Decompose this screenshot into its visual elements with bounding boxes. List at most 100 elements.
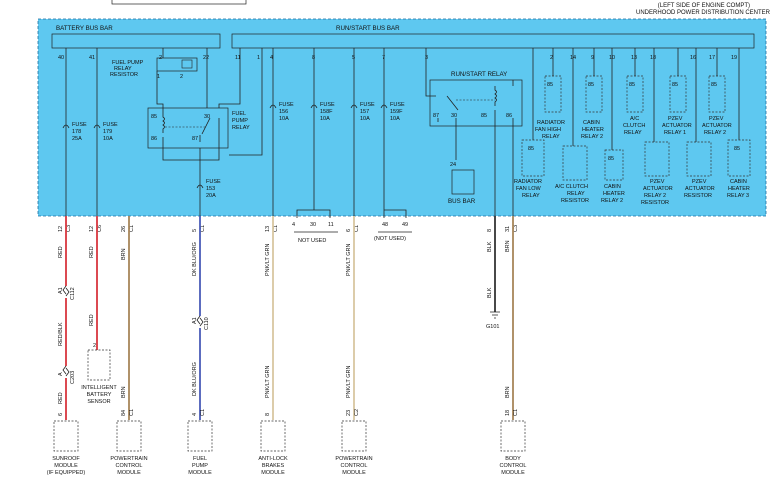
module-box: [116, 420, 142, 452]
wire-seg: [162, 118, 220, 161]
relays-bottom: 85 RADIATOR FAN LOW RELAY A/C CLUTCH REL…: [514, 139, 751, 206]
rs-switch: [446, 95, 459, 111]
wire-color: RED: [58, 246, 64, 258]
rad-fan-high-l2: FAN HIGH: [535, 127, 561, 133]
pcm2-l1: POWERTRAIN: [335, 456, 372, 462]
cabin-heater3-l1: CABIN: [730, 179, 747, 185]
pin-label: 30: [204, 114, 210, 120]
pin-2: 2: [93, 343, 96, 349]
pin-label: 85: [547, 82, 553, 88]
pzev1-l2: ACTUATOR: [662, 123, 692, 129]
rad-fan-high-l3: RELAY: [542, 134, 560, 140]
conn-top: C1: [354, 225, 360, 232]
pcm2-l2: CONTROL: [341, 463, 368, 469]
pin-label: 85: [711, 82, 717, 88]
pin-top: 26: [121, 226, 127, 232]
wire-1: 12 C3 RED A1 C112 RED/BLK A C203 RED 6: [58, 216, 76, 420]
pin-label: 30: [451, 113, 457, 119]
not-used-1: NOT USED: [298, 238, 326, 244]
conn-top: C1: [129, 225, 135, 232]
fuse159f-label-3: 10A: [390, 116, 400, 122]
cabin-heater2-l2: HEATER: [582, 127, 604, 133]
pin-label: 87: [433, 113, 439, 119]
pzev2-l1: PZEV: [709, 116, 724, 122]
pin-top: 5: [192, 229, 198, 232]
pin-bot: 8: [265, 413, 271, 416]
not-used-2: (NOT USED): [374, 236, 406, 242]
bottom-pins: 4 30 11 48 49: [292, 222, 408, 228]
fuse179-symbol: [93, 124, 101, 129]
fpr-resistor-element: [181, 59, 193, 69]
fuse157-label-1: FUSE: [360, 102, 375, 108]
wire-6: 6 C1 PNK/LT GRN PNK/LT GRN 23 C2: [346, 216, 360, 420]
pin-label: 3: [425, 55, 428, 61]
pzevres-l1: PZEV: [692, 179, 707, 185]
wire-color: DK BLU/ORG: [192, 242, 198, 276]
top-partial-box: [111, 0, 247, 5]
wire-seg: [384, 209, 407, 218]
pin-label: 85: [608, 156, 614, 162]
wire-4: 5 C1 DK BLU/ORG A1 C110 DK BLU/ORG 4 C1: [192, 216, 210, 420]
sunroof-l3: (IF EQUIPPED): [47, 470, 86, 476]
wire-color-2: DK BLU/ORG: [192, 362, 198, 396]
fuse179-label-1: FUSE: [103, 122, 118, 128]
module-box: [341, 420, 367, 452]
pin-label: 85: [629, 82, 635, 88]
pin-bot: 84: [121, 410, 127, 416]
pin-label: 5: [352, 55, 355, 61]
relay-box: [604, 149, 624, 181]
conn-bot: C1: [200, 409, 206, 416]
wire-seg: [229, 48, 263, 156]
bcm-l1: BODY: [505, 456, 521, 462]
pcm1-l2: CONTROL: [116, 463, 143, 469]
fuse157-label-2: 157: [360, 109, 369, 115]
pin-label: 30: [310, 222, 316, 228]
pin-label: 48: [382, 222, 388, 228]
abs-l2: BRAKES: [262, 463, 285, 469]
fuse156-label-2: 156: [279, 109, 288, 115]
location-line2: UNDERHOOD POWER DISTRIBUTION CENTER: [636, 10, 771, 16]
ground-icon: [490, 311, 500, 319]
fuse178-symbol: [62, 124, 70, 129]
relays-top: 85 RADIATOR FAN HIGH RELAY 85 CABIN HEAT…: [535, 75, 732, 140]
wire-7: 8 BLK BLK G101: [486, 216, 500, 330]
fuse178-label-1: FUSE: [72, 122, 87, 128]
relay-switch: [201, 117, 211, 135]
wire-color-2: RED: [89, 314, 95, 326]
fuse153-symbol: [196, 184, 204, 189]
pin-label: 7: [382, 55, 385, 61]
fuse179-label-2: 179: [103, 129, 112, 135]
fuse178-label-2: 178: [72, 129, 81, 135]
cabin-heater2b-l2: HEATER: [603, 191, 625, 197]
fuse153-label-3: 20A: [206, 193, 216, 199]
pin-a1: A1: [58, 287, 64, 294]
wire-3: 26 C1 BRN BRN 84 C1: [121, 216, 135, 420]
relay-box: [562, 145, 588, 181]
rad-fan-low-l2: FAN LOW: [516, 186, 542, 192]
fuse159f-label-1: FUSE: [390, 102, 405, 108]
fpr-resistor-label-1: FUEL PUMP: [112, 60, 144, 66]
fuse158f-symbol: [310, 104, 318, 109]
wire-2: 12 C6 RED RED 2: [89, 216, 103, 350]
pin-label: 1: [257, 55, 260, 61]
ac-clutch-l3: RELAY: [624, 130, 642, 136]
fuse153-label-2: 153: [206, 186, 215, 192]
pin-label: 85: [588, 82, 594, 88]
pin-top: 6: [346, 229, 352, 232]
wire-color-2: BLK: [487, 287, 493, 298]
pin-a1: A1: [192, 317, 198, 324]
pcm1-l1: POWERTRAIN: [110, 456, 147, 462]
pin-label: 87: [192, 136, 198, 142]
wire-color-2: PNK/LT GRN: [346, 365, 352, 398]
sunroof-l1: SUNROOF: [52, 456, 80, 462]
battery-bus-bar: [51, 33, 221, 49]
fuel-pump-relay-box: [147, 107, 229, 149]
rad-fan-low-l1: RADIATOR: [514, 179, 542, 185]
pin-top: 13: [265, 226, 271, 232]
rad-fan-low-l3: RELAY: [522, 193, 540, 199]
pin-label: 1: [157, 74, 160, 80]
run-start-bus-label: RUN/START BUS BAR: [336, 25, 400, 32]
cabin-heater2-l1: CABIN: [583, 120, 600, 126]
c110: C110: [204, 317, 210, 330]
module-box: [187, 420, 213, 452]
